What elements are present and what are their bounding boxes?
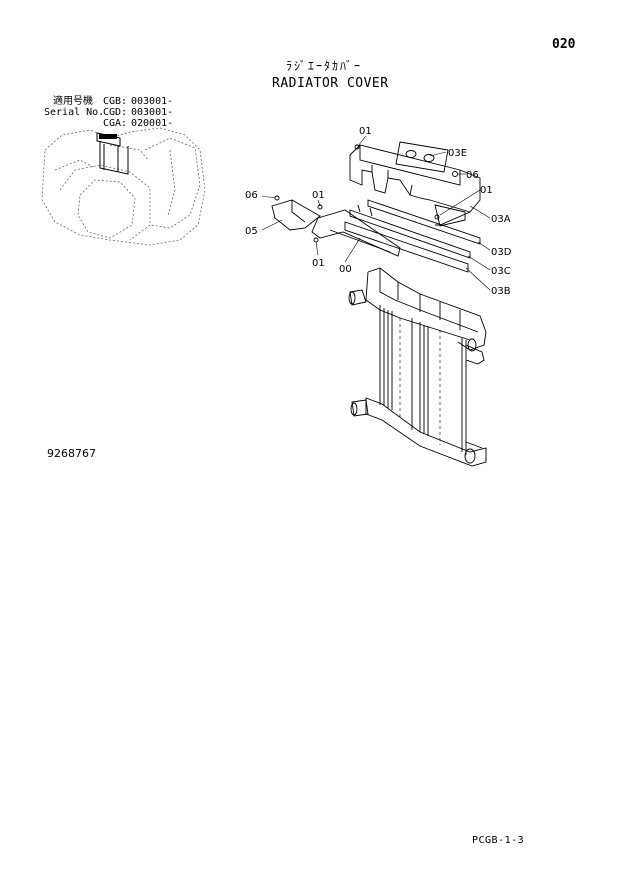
leader-01-bottom bbox=[315, 241, 319, 256]
leader-01-top bbox=[357, 135, 367, 147]
callout-01-top: 01 bbox=[359, 126, 372, 137]
callout-03b: 03B bbox=[491, 286, 511, 297]
leader-06-left bbox=[261, 195, 276, 199]
callout-06-left: 06 bbox=[245, 190, 258, 201]
radiator-bottom-tank bbox=[365, 397, 487, 467]
part-03e-plate bbox=[395, 141, 449, 173]
callout-06-right: 06 bbox=[466, 170, 479, 181]
callout-01-right: 01 bbox=[480, 185, 493, 196]
serial-model-cgb: CGB: bbox=[103, 96, 128, 107]
callout-03d: 03D bbox=[491, 247, 512, 258]
page-number: 020 bbox=[552, 37, 576, 52]
leader-01-mid bbox=[317, 199, 321, 207]
callout-03a: 03A bbox=[491, 214, 511, 225]
callout-01-bottom: 01 bbox=[312, 258, 325, 269]
serial-label: Serial No. bbox=[44, 107, 105, 118]
page-title-japanese: ﾗｼﾞｴｰﾀｶﾊﾞｰ bbox=[286, 59, 363, 73]
leader-03c bbox=[467, 255, 491, 271]
radiator-top-tank bbox=[367, 267, 487, 351]
part-03b-strip bbox=[344, 221, 469, 273]
callout-03c: 03C bbox=[491, 266, 511, 277]
part-03a-bracket bbox=[349, 144, 481, 226]
footer-code: PCGB-1-3 bbox=[472, 835, 525, 846]
callout-00: 00 bbox=[339, 264, 352, 275]
part-03c-strip bbox=[349, 209, 471, 259]
serial-range-cgb: 003001- bbox=[131, 96, 174, 107]
leader-03e bbox=[429, 151, 447, 157]
leader-03d bbox=[477, 241, 491, 251]
part-03d-strip bbox=[367, 199, 481, 245]
callout-03e: 03E bbox=[448, 148, 467, 159]
radiator-core bbox=[379, 305, 467, 455]
serial-range-cgd: 003001- bbox=[131, 107, 174, 118]
page-title: RADIATOR COVER bbox=[272, 76, 389, 91]
serial-model-cgd: CGD: bbox=[103, 107, 128, 118]
serial-label-japanese: 適用号機 bbox=[53, 96, 93, 107]
leader-00 bbox=[344, 237, 361, 263]
callout-05: 05 bbox=[245, 226, 258, 237]
reference-number: 9268767 bbox=[47, 447, 96, 460]
leader-03b bbox=[465, 267, 491, 291]
serial-model-cga: CGA: bbox=[103, 118, 128, 129]
serial-range-cga: 020001- bbox=[131, 118, 174, 129]
callout-01-mid: 01 bbox=[312, 190, 325, 201]
leader-05 bbox=[261, 219, 283, 231]
leader-01-right bbox=[439, 189, 481, 216]
leader-03a bbox=[469, 205, 491, 219]
part-00-cover bbox=[311, 209, 401, 257]
